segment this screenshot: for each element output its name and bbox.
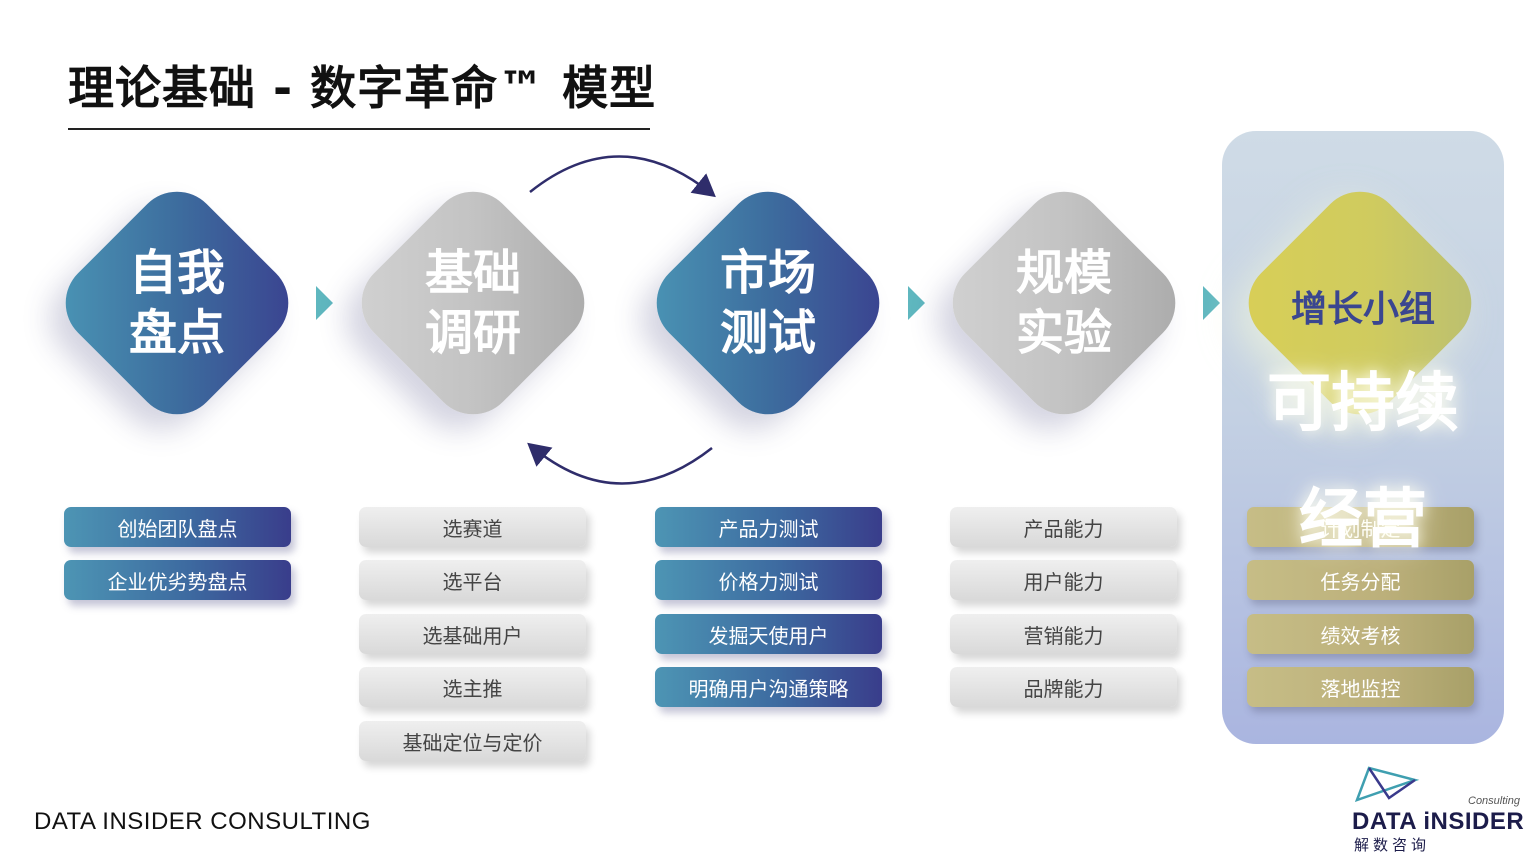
- stage-scale-experiment: 规模 实验: [935, 174, 1193, 432]
- list-item: 产品能力: [950, 507, 1177, 547]
- list-item: 价格力测试: [655, 560, 882, 600]
- stage-basic-research: 基础 调研: [344, 174, 602, 432]
- list-item: 营销能力: [950, 614, 1177, 654]
- stage-label-line1: 基础: [424, 245, 521, 301]
- stage-label-line1: 市场: [719, 245, 816, 301]
- list-item: 选平台: [359, 560, 586, 600]
- title-underline: [68, 128, 650, 130]
- chevron-right-icon: [1203, 286, 1220, 320]
- list-item: 任务分配: [1247, 560, 1474, 600]
- list-item: 发掘天使用户: [655, 614, 882, 654]
- list-item: 选主推: [359, 667, 586, 707]
- stage-self-assessment: 自我 盘点: [48, 174, 306, 432]
- list-item: 选赛道: [359, 507, 586, 547]
- list-item: 绩效考核: [1247, 614, 1474, 654]
- list-item: 选基础用户: [359, 614, 586, 654]
- chevron-right-icon: [908, 286, 925, 320]
- stage-label-line2: 盘点: [128, 305, 225, 361]
- list-item: 计划制定: [1247, 507, 1474, 547]
- stage-market-test: 市场 测试: [639, 174, 897, 432]
- logo-consulting: Consulting: [1468, 795, 1520, 807]
- sustainable-overlay-line1: 可持续: [1267, 367, 1459, 441]
- growth-group-title: 增长小组: [1290, 289, 1435, 330]
- chevron-right-icon: [316, 286, 333, 320]
- sustainable-overlay-line2: 经营: [1299, 483, 1427, 557]
- arc-arrow-back: [527, 442, 713, 485]
- list-item: 产品力测试: [655, 507, 882, 547]
- list-item: 企业优劣势盘点: [64, 560, 291, 600]
- footer-company: DATA INSIDER CONSULTING: [34, 808, 371, 835]
- stage-label-line1: 规模: [1015, 245, 1112, 301]
- arc-arrow-forward: [529, 155, 716, 198]
- logo-wordmark: DATA iNSIDER: [1352, 808, 1525, 835]
- list-item: 基础定位与定价: [359, 721, 586, 761]
- logo-cn: 解数咨询: [1354, 836, 1431, 854]
- list-item: 明确用户沟通策略: [655, 667, 882, 707]
- list-item: 创始团队盘点: [64, 507, 291, 547]
- stage-label-line2: 实验: [1015, 305, 1112, 361]
- stage-label-line2: 测试: [719, 305, 816, 361]
- stage-label-line1: 自我: [128, 245, 225, 301]
- page-title: 理论基础 - 数字革命™ 模型: [68, 61, 657, 115]
- logo-mark-icon: [1355, 766, 1420, 803]
- stage-label-line2: 调研: [424, 305, 521, 361]
- list-item: 用户能力: [950, 560, 1177, 600]
- list-item: 落地监控: [1247, 667, 1474, 707]
- list-item: 品牌能力: [950, 667, 1177, 707]
